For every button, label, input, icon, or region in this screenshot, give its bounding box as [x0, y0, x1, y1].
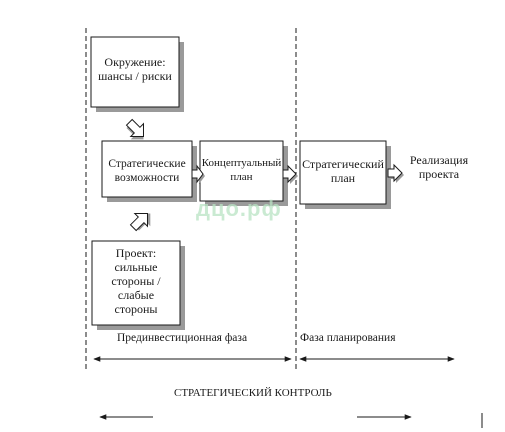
implementation-label: Реализация проекта: [409, 153, 469, 181]
strategic-plan-label: Стратегический план: [302, 157, 384, 185]
strategic-opportunities-box: [101, 140, 193, 198]
block-arrow-project-to-opportunities: [129, 213, 151, 232]
planning-phase-label: Фаза планирования: [300, 332, 396, 344]
block-arrow-environment-to-opportunities: [125, 118, 144, 140]
strategic-control-label: СТРАТЕГИЧЕСКИЙ КОНТРОЛЬ: [174, 387, 332, 399]
conceptual-plan-label: Концептуальный план: [201, 157, 282, 183]
block-arrow-conceptual-to-strategic: [282, 164, 298, 184]
project-box: [91, 240, 181, 326]
block-arrow-strategic-to-implementation: [387, 163, 404, 183]
environment-box: [90, 36, 180, 108]
watermark: дцо.рф: [196, 196, 282, 221]
block-arrow-opportunities-to-conceptual: [191, 164, 205, 184]
strategic-plan-box: [299, 140, 387, 205]
project-box-label: Проект: сильные стороны / слабые стороны: [111, 246, 161, 316]
strategic-opportunities-label: Стратегические возможности: [108, 158, 186, 184]
environment-box-label: Окружение: шансы / риски: [98, 55, 172, 83]
conceptual-plan-box: [199, 140, 284, 202]
preinvestment-phase-label: Прединвестиционная фаза: [117, 332, 248, 344]
